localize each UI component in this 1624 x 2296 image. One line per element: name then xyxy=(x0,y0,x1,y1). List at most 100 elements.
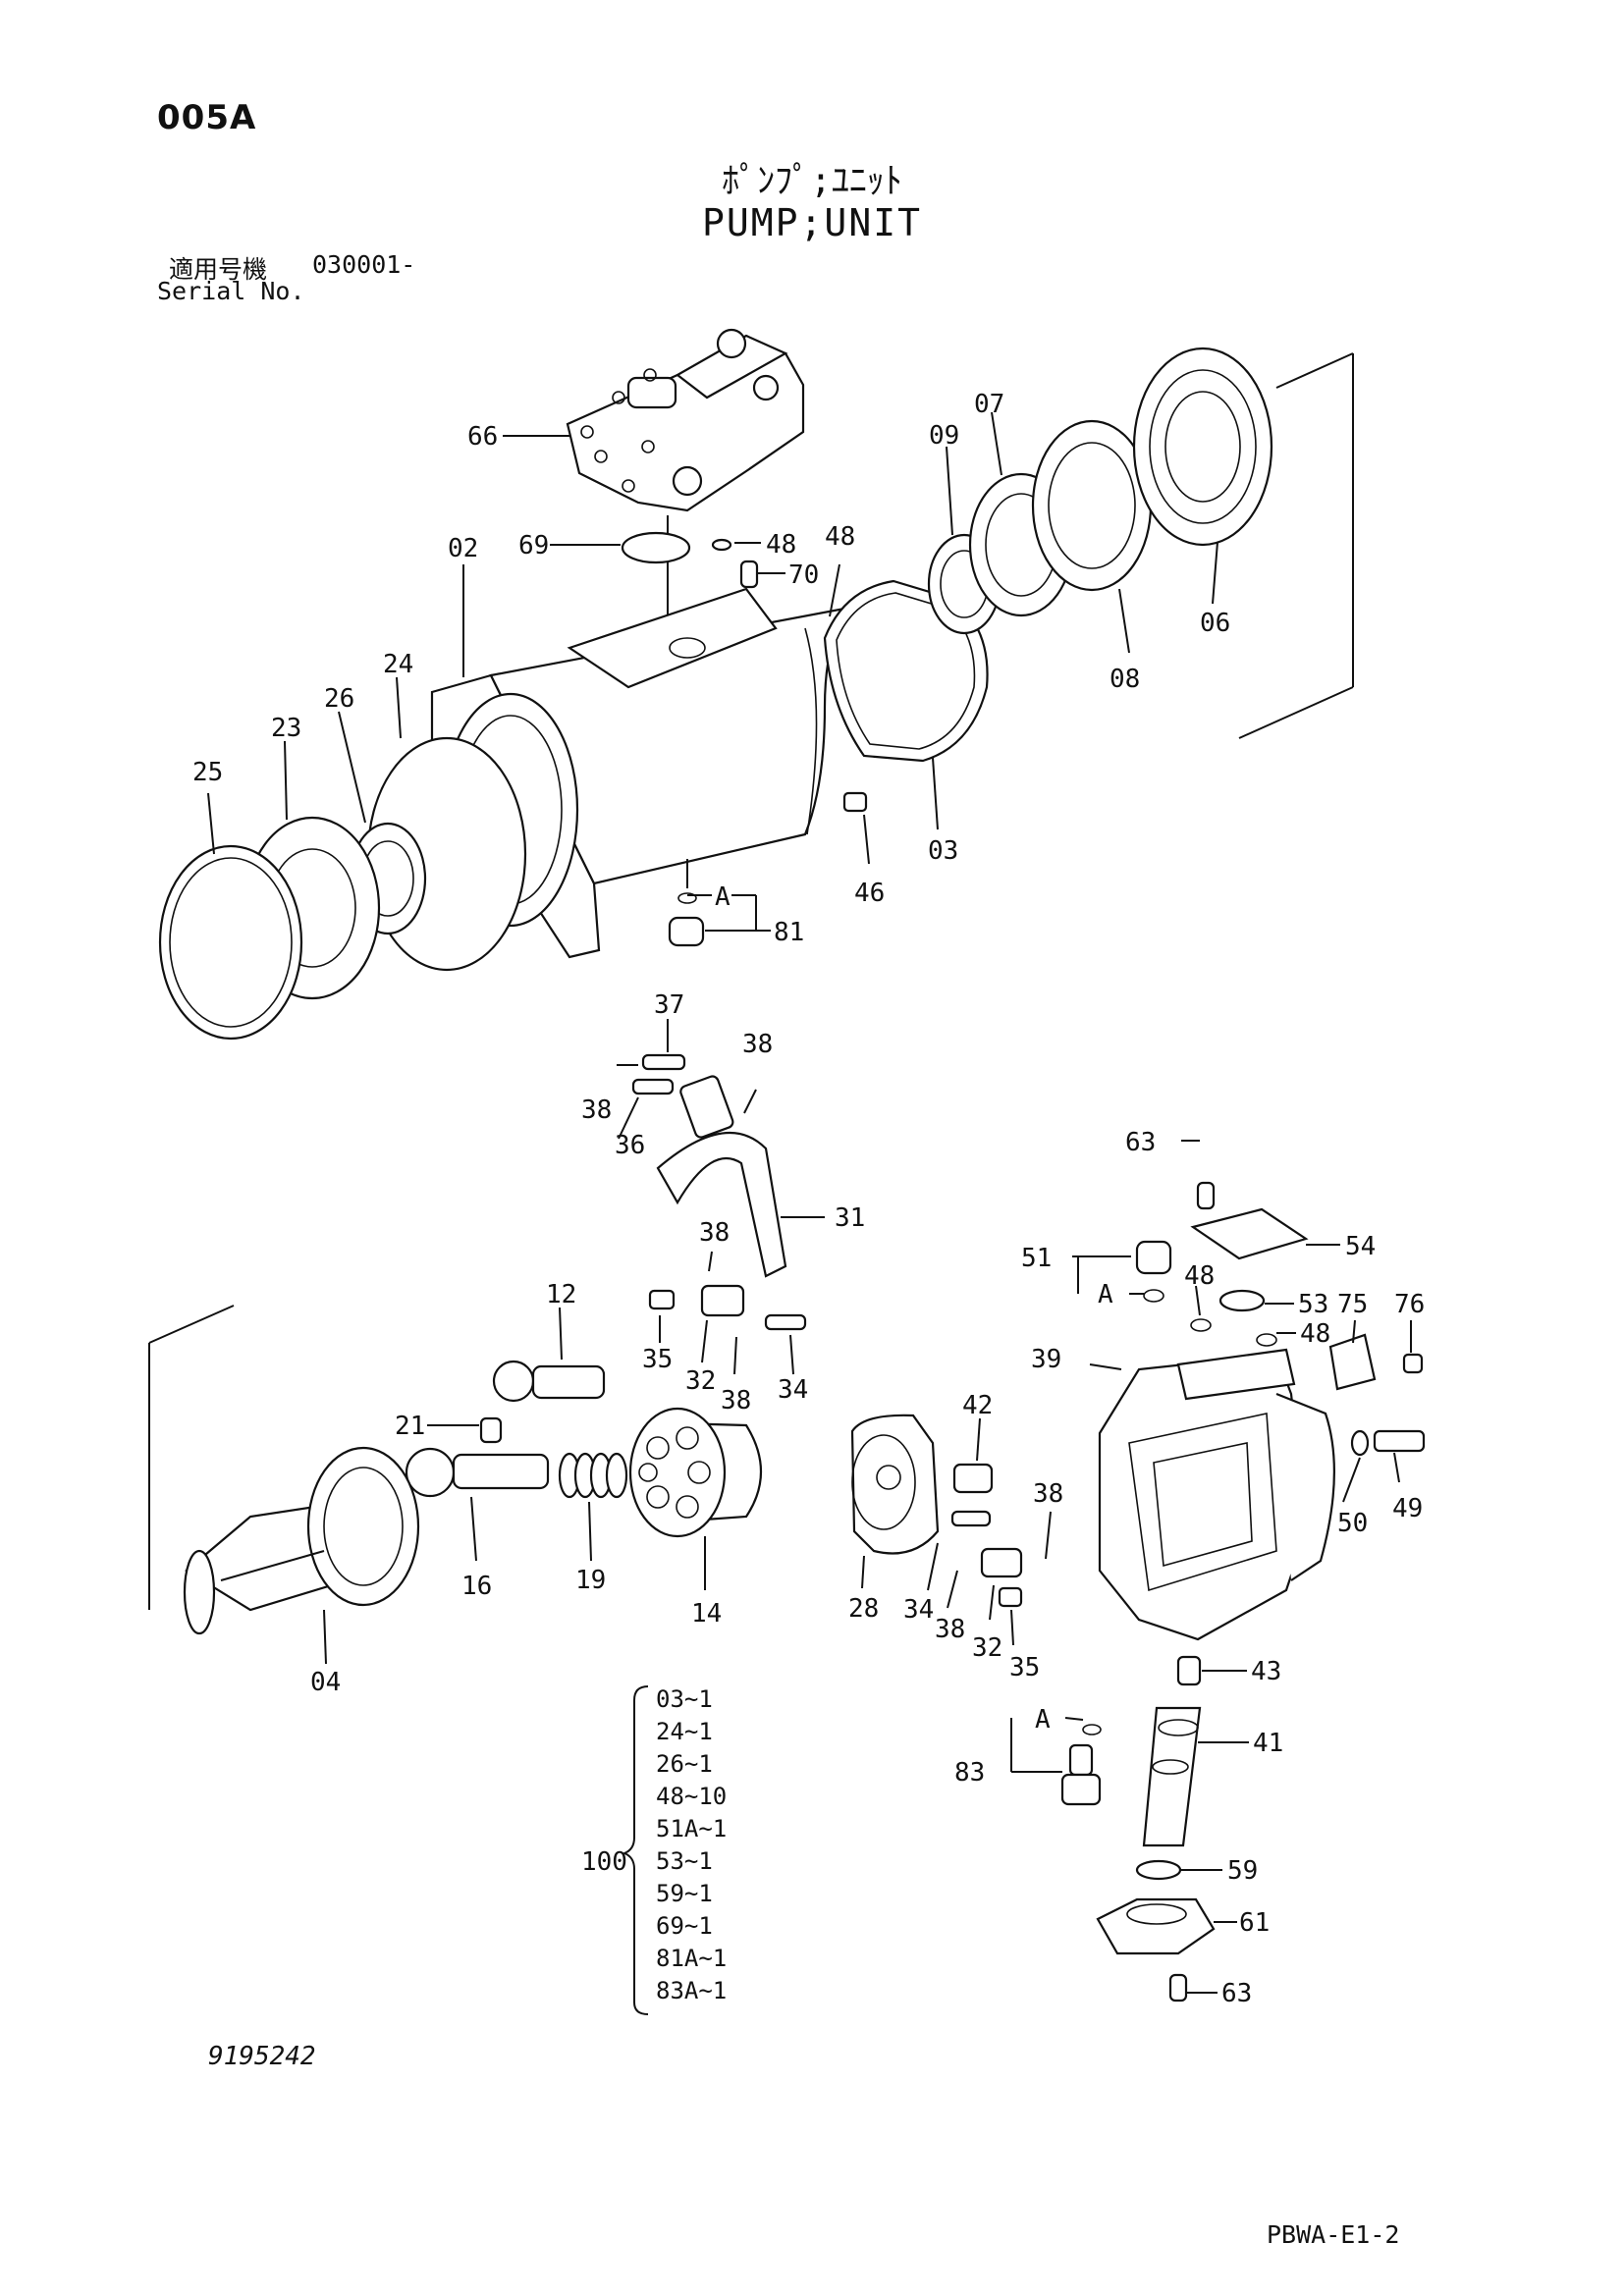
screw-63 xyxy=(1196,1181,1216,1210)
spring-19 xyxy=(558,1452,628,1499)
callout-35: 35 xyxy=(642,1345,673,1374)
callout-48: 48 xyxy=(766,530,796,560)
callout-26: 26 xyxy=(324,684,354,714)
end-housing-39 xyxy=(1098,1348,1335,1641)
screw-76 xyxy=(1402,1353,1424,1374)
callout-24: 24 xyxy=(383,650,413,679)
callout-25: 25 xyxy=(192,758,223,787)
stem-34 xyxy=(764,1313,807,1331)
drive-shaft-04 xyxy=(183,1446,420,1635)
callout-69: 69 xyxy=(518,531,549,561)
block-32 xyxy=(700,1284,745,1317)
o-ring-69 xyxy=(621,531,691,564)
pin-36 xyxy=(631,1078,675,1095)
serial-value: 030001- xyxy=(312,250,416,279)
pin-37 xyxy=(641,1053,686,1071)
callout-38: 38 xyxy=(581,1095,612,1125)
callout-07: 07 xyxy=(974,390,1004,419)
callout-50: 50 xyxy=(1337,1509,1368,1538)
callout-08: 08 xyxy=(1110,665,1140,694)
callout-83: 83 xyxy=(954,1758,985,1788)
bolt-35 xyxy=(998,1586,1023,1608)
callout-70: 70 xyxy=(788,561,819,590)
plug-51 xyxy=(1135,1240,1172,1275)
cover-61 xyxy=(1096,1897,1216,1955)
callout-48: 48 xyxy=(825,522,855,552)
kit-item: 53~1 xyxy=(656,1847,713,1875)
plug-46 xyxy=(842,791,868,813)
o-ring-59 xyxy=(1135,1859,1182,1881)
callout-42: 42 xyxy=(962,1391,993,1420)
control-valve-66 xyxy=(566,328,805,638)
callout-32: 32 xyxy=(972,1633,1002,1663)
callout-48: 48 xyxy=(1300,1319,1330,1349)
bolt-63 xyxy=(1168,1973,1188,2002)
callout-A: A xyxy=(1035,1705,1051,1735)
callout-09: 09 xyxy=(929,421,959,451)
callout-37: 37 xyxy=(654,990,684,1020)
drawing-number: 9195242 xyxy=(208,2042,316,2071)
piston-16 xyxy=(405,1447,456,1498)
kit-brace xyxy=(622,1685,649,2015)
kit-item: 59~1 xyxy=(656,1880,713,1907)
callout-23: 23 xyxy=(271,714,301,743)
lever-31 xyxy=(656,1131,787,1278)
callout-02: 02 xyxy=(448,534,478,563)
callout-59: 59 xyxy=(1227,1856,1258,1886)
callout-49: 49 xyxy=(1392,1494,1423,1523)
callout-46: 46 xyxy=(854,879,885,908)
bolt-49 xyxy=(1373,1429,1426,1453)
callout-38: 38 xyxy=(1033,1479,1063,1509)
block-32 xyxy=(980,1547,1023,1578)
callout-53: 53 xyxy=(1298,1290,1328,1319)
callout-32: 32 xyxy=(685,1366,716,1396)
callout-34: 34 xyxy=(778,1375,808,1405)
callout-21: 21 xyxy=(395,1412,425,1441)
callout-16: 16 xyxy=(461,1572,492,1601)
washer-50 xyxy=(1350,1429,1370,1457)
plug-43 xyxy=(1176,1655,1202,1686)
callout-38: 38 xyxy=(699,1218,730,1248)
leader-lines xyxy=(207,411,1412,1994)
callout-A: A xyxy=(715,882,731,912)
callout-A: A xyxy=(1098,1280,1113,1309)
kit-item: 51A~1 xyxy=(656,1815,728,1842)
piston-12 xyxy=(492,1360,535,1403)
kit-number: 100 xyxy=(581,1847,627,1877)
stem-34 xyxy=(950,1510,992,1527)
pin-21 xyxy=(479,1416,503,1444)
callout-63: 63 xyxy=(1125,1128,1156,1157)
cylinder-block-14 xyxy=(628,1407,762,1538)
callout-03: 03 xyxy=(928,836,958,866)
callout-35: 35 xyxy=(1009,1653,1040,1682)
serial-label-english: Serial No. xyxy=(157,277,305,305)
callout-06: 06 xyxy=(1200,609,1230,638)
o-ring-48 xyxy=(711,538,732,552)
callout-31: 31 xyxy=(835,1203,865,1233)
kit-item: 81A~1 xyxy=(656,1945,728,1972)
callout-75: 75 xyxy=(1337,1290,1368,1319)
callout-38: 38 xyxy=(935,1615,965,1644)
kit-item: 03~1 xyxy=(656,1685,713,1713)
kit-item: 69~1 xyxy=(656,1912,713,1940)
callout-12: 12 xyxy=(546,1280,576,1309)
callout-28: 28 xyxy=(848,1594,879,1624)
kit-item: 26~1 xyxy=(656,1750,713,1778)
callout-48: 48 xyxy=(1184,1261,1215,1291)
callout-63: 63 xyxy=(1221,1979,1252,2008)
snap-ring-25 xyxy=(158,844,303,1041)
kit-item: 48~10 xyxy=(656,1783,728,1810)
callout-81: 81 xyxy=(774,918,804,947)
callout-14: 14 xyxy=(691,1599,722,1629)
serial-label-japanese: 適用号機 xyxy=(169,255,268,284)
plug-81 xyxy=(668,916,705,947)
cover-54 xyxy=(1190,1207,1309,1260)
fitting-42 xyxy=(952,1463,994,1494)
pin-70 xyxy=(739,560,759,589)
callout-76: 76 xyxy=(1394,1290,1425,1319)
callout-54: 54 xyxy=(1345,1232,1376,1261)
title-japanese: ﾎﾟﾝﾌﾟ;ﾕﾆｯﾄ xyxy=(722,161,902,201)
callout-66: 66 xyxy=(467,422,498,452)
kit-item: 83A~1 xyxy=(656,1977,728,2004)
